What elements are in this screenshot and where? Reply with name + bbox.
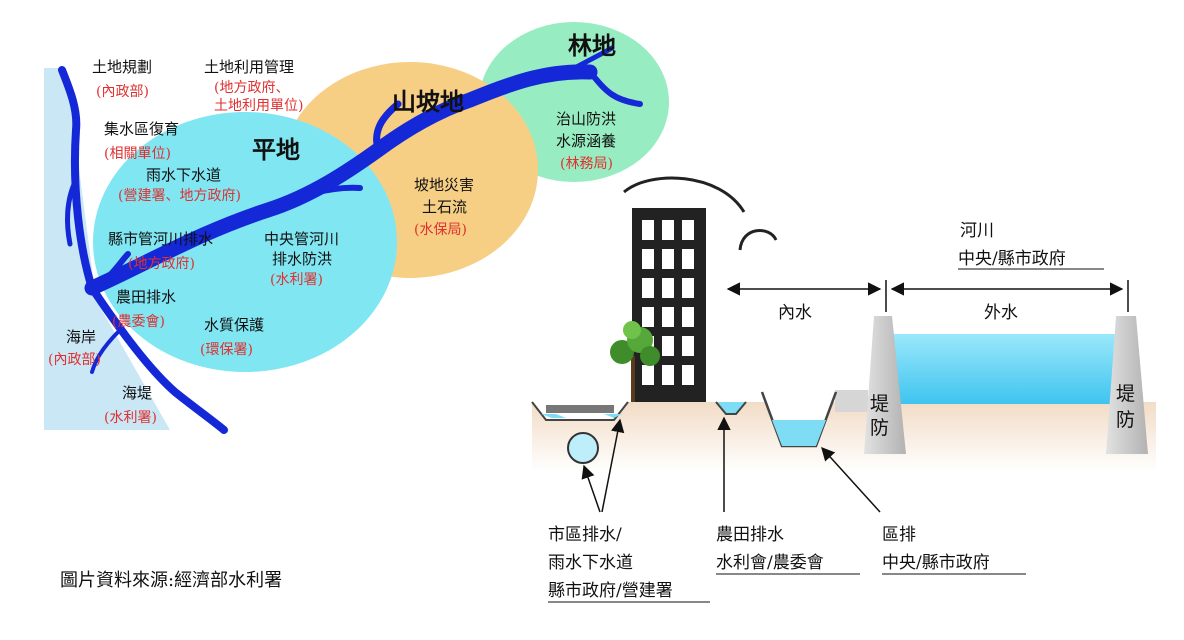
- river-mouth-tributary: [89, 251, 131, 291]
- building-window: [682, 249, 694, 269]
- river-forest-branch: [557, 45, 615, 79]
- building-window: [662, 249, 674, 269]
- left-dike: [864, 316, 906, 454]
- building-window: [642, 249, 654, 269]
- ditch-cover: [546, 405, 614, 413]
- mountain-flood-authority: (林務局): [560, 156, 613, 172]
- land-use-authority-2: 土地利用單位): [214, 98, 303, 114]
- regional-drain-water: [772, 420, 826, 446]
- coast-title: 海岸: [66, 328, 96, 346]
- water-quality-title: 水質保護: [204, 316, 264, 334]
- urban-ditch-water: [541, 414, 566, 418]
- left-dike-char-2: 防: [870, 417, 889, 439]
- building: [623, 176, 778, 402]
- river-authority: 中央/縣市政府: [958, 249, 1066, 269]
- central-river-title-2: 排水防洪: [272, 250, 332, 268]
- river-mouth-north: [58, 66, 96, 292]
- building-window: [682, 278, 694, 298]
- inner-water-label: 內水: [778, 303, 812, 323]
- river-network: [58, 45, 643, 434]
- slope-hazard-title: 坡地災害: [414, 176, 474, 194]
- mountain-flood-title-2: 水源涵養: [556, 132, 616, 150]
- land-use-title: 土地利用管理: [204, 58, 294, 76]
- building-window: [662, 278, 674, 298]
- land-planning-authority: (內政部): [96, 84, 149, 100]
- urban-arrow-1: [581, 464, 601, 513]
- building-window: [662, 307, 674, 327]
- farm-drain-title: 農田排水: [116, 288, 176, 306]
- central-river-title: 中央管河川: [264, 230, 339, 248]
- plain-zone-label: 平地: [252, 135, 300, 164]
- outer-water-label: 外水: [984, 303, 1018, 323]
- slope-zone-label: 山坡地: [392, 87, 464, 116]
- building-window: [662, 336, 674, 356]
- ground: [532, 402, 1156, 472]
- central-river-authority: (水利署): [270, 272, 323, 288]
- slope-hazard-title-2: 土石流: [422, 198, 467, 216]
- building-window: [682, 307, 694, 327]
- building-window: [642, 220, 654, 240]
- building-window: [642, 307, 654, 327]
- storm-sewer-title: 雨水下水道: [146, 166, 221, 184]
- farm-ditch: [715, 401, 747, 415]
- plain-zone: [93, 112, 397, 372]
- watershed-map: 林地 山坡地 平地 土地規劃 (內政部) 土地利用管理 (地方政府、 土地利用單…: [44, 22, 669, 434]
- urban-drain-line1: 市區排水/: [548, 525, 622, 545]
- building-windows: [642, 220, 694, 385]
- seawall-title: 海堤: [122, 384, 152, 402]
- farm-drain-authority: (農委會): [112, 314, 165, 330]
- regional-drain-line2: 中央/縣市政府: [882, 553, 990, 573]
- river-mouth-south: [88, 284, 228, 434]
- river-slope-branch: [373, 100, 402, 154]
- water-quality-authority: (環保署): [200, 342, 253, 358]
- catchment-authority: (相關單位): [104, 146, 171, 162]
- catchment-title: 集水區復育: [104, 120, 179, 138]
- river-title: 河川: [960, 221, 994, 241]
- building-roof-curve-2: [738, 229, 778, 251]
- river-cross-section: 堤 防 堤 防: [531, 176, 1156, 603]
- river-coast-branch: [65, 177, 79, 247]
- building-window: [682, 220, 694, 240]
- building-window: [662, 365, 674, 385]
- river-south-branch: [90, 328, 122, 374]
- right-dike-char-2: 防: [1116, 409, 1135, 431]
- tree: [610, 321, 660, 402]
- source-note: 圖片資料來源:經濟部水利署: [60, 570, 282, 591]
- river-upper-branch: [587, 69, 643, 107]
- building-window: [642, 365, 654, 385]
- land-use-authority: (地方政府、: [214, 80, 289, 96]
- coast-authority: (內政部): [48, 352, 101, 368]
- main-river: [84, 64, 598, 296]
- urban-ditch-water-2: [604, 414, 622, 418]
- urban-drain-line3: 縣市政府/營建署: [548, 581, 673, 601]
- county-river-authority: (地方政府): [128, 256, 195, 272]
- urban-arrow-2: [601, 418, 625, 513]
- farm-drain-line2: 水利會/農委會: [716, 553, 824, 573]
- urban-drain-line2: 雨水下水道: [548, 553, 633, 573]
- regional-drain-line1: 區排: [882, 525, 916, 545]
- building-roof-curve: [623, 176, 746, 213]
- storm-sewer-pipe: [567, 432, 599, 464]
- farm-drain-line1: 農田排水: [716, 525, 784, 545]
- right-dike: [1106, 316, 1148, 454]
- slope-hazard-authority: (水保局): [414, 222, 467, 238]
- right-dike-char-1: 堤: [1116, 383, 1135, 405]
- building-window: [642, 278, 654, 298]
- seawall-authority: (水利署): [104, 410, 157, 426]
- building-window: [662, 220, 674, 240]
- building-window: [682, 336, 694, 356]
- mountain-flood-title: 治山防洪: [556, 110, 616, 128]
- river-slope-branch-2: [267, 184, 363, 211]
- building-window: [682, 365, 694, 385]
- county-river-title: 縣市管河川排水: [108, 230, 213, 248]
- land-planning-title: 土地規劃: [92, 58, 152, 76]
- river-water: [893, 334, 1115, 404]
- embankment: [835, 390, 868, 412]
- regional-arrow: [821, 446, 881, 513]
- storm-sewer-authority: (營建署、地方政府): [118, 188, 241, 204]
- left-dike-char-1: 堤: [870, 393, 889, 415]
- forest-zone-label: 林地: [568, 31, 616, 60]
